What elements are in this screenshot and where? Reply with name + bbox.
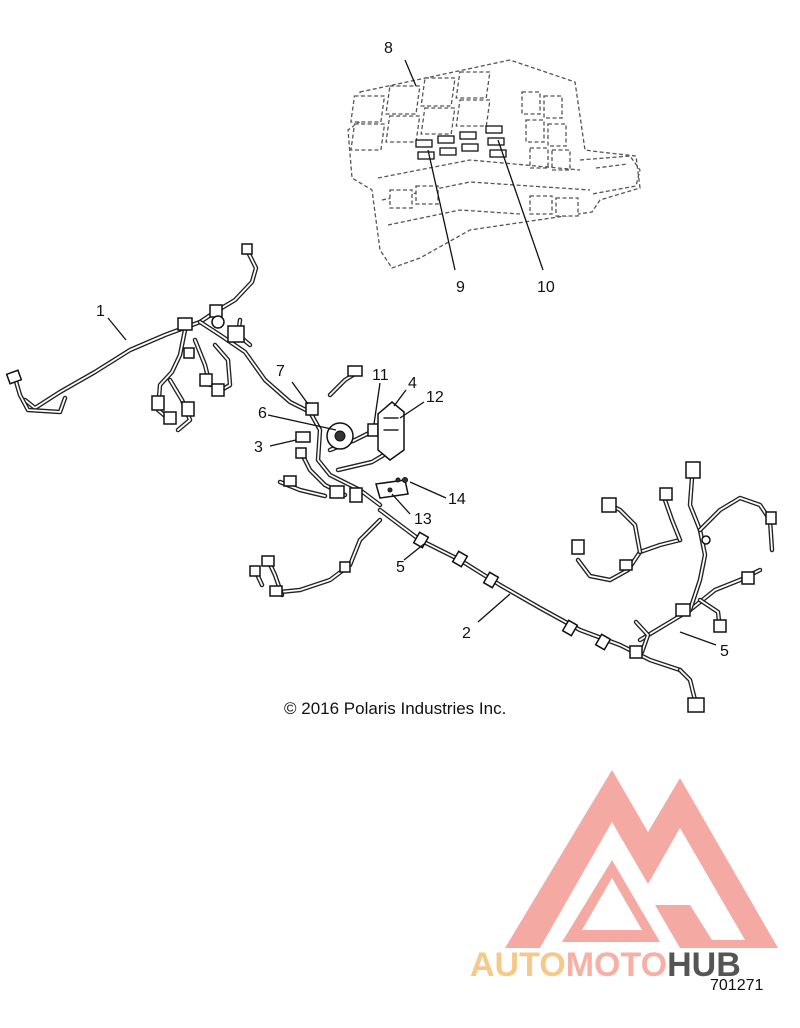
callout-13: 13 xyxy=(414,511,432,528)
callout-2: 2 xyxy=(462,625,471,642)
callout-11: 11 xyxy=(372,367,389,384)
callout-12: 12 xyxy=(426,389,444,406)
central-components xyxy=(277,401,409,508)
fuse-row xyxy=(415,125,507,160)
automotohub-logo: AUTOMOTOHUB xyxy=(470,770,778,984)
harness-right-branch xyxy=(571,461,777,713)
callout-5-right: 5 xyxy=(720,643,729,660)
document-number: 701271 xyxy=(710,977,763,994)
harness-main xyxy=(249,507,683,673)
callout-5-left: 5 xyxy=(396,559,405,576)
callouts: 8 9 10 1 7 11 4 12 6 3 14 13 5 2 5 xyxy=(96,40,729,660)
callout-9: 9 xyxy=(456,279,465,296)
callout-1: 1 xyxy=(96,303,105,320)
logo-wordmark: AUTOMOTOHUB xyxy=(470,946,741,984)
callout-4: 4 xyxy=(408,375,417,392)
leader-lines xyxy=(107,59,717,646)
callout-3: 3 xyxy=(254,439,263,456)
callout-6: 6 xyxy=(258,405,267,422)
copyright-notice: © 2016 Polaris Industries Inc. xyxy=(284,699,506,718)
harness-front xyxy=(5,243,363,433)
logo-triangle-mark xyxy=(505,770,778,948)
callout-7: 7 xyxy=(276,363,285,380)
fuse-box-assembly xyxy=(347,59,641,269)
callout-10: 10 xyxy=(537,279,555,296)
callout-8: 8 xyxy=(384,40,393,57)
callout-14: 14 xyxy=(448,491,466,508)
